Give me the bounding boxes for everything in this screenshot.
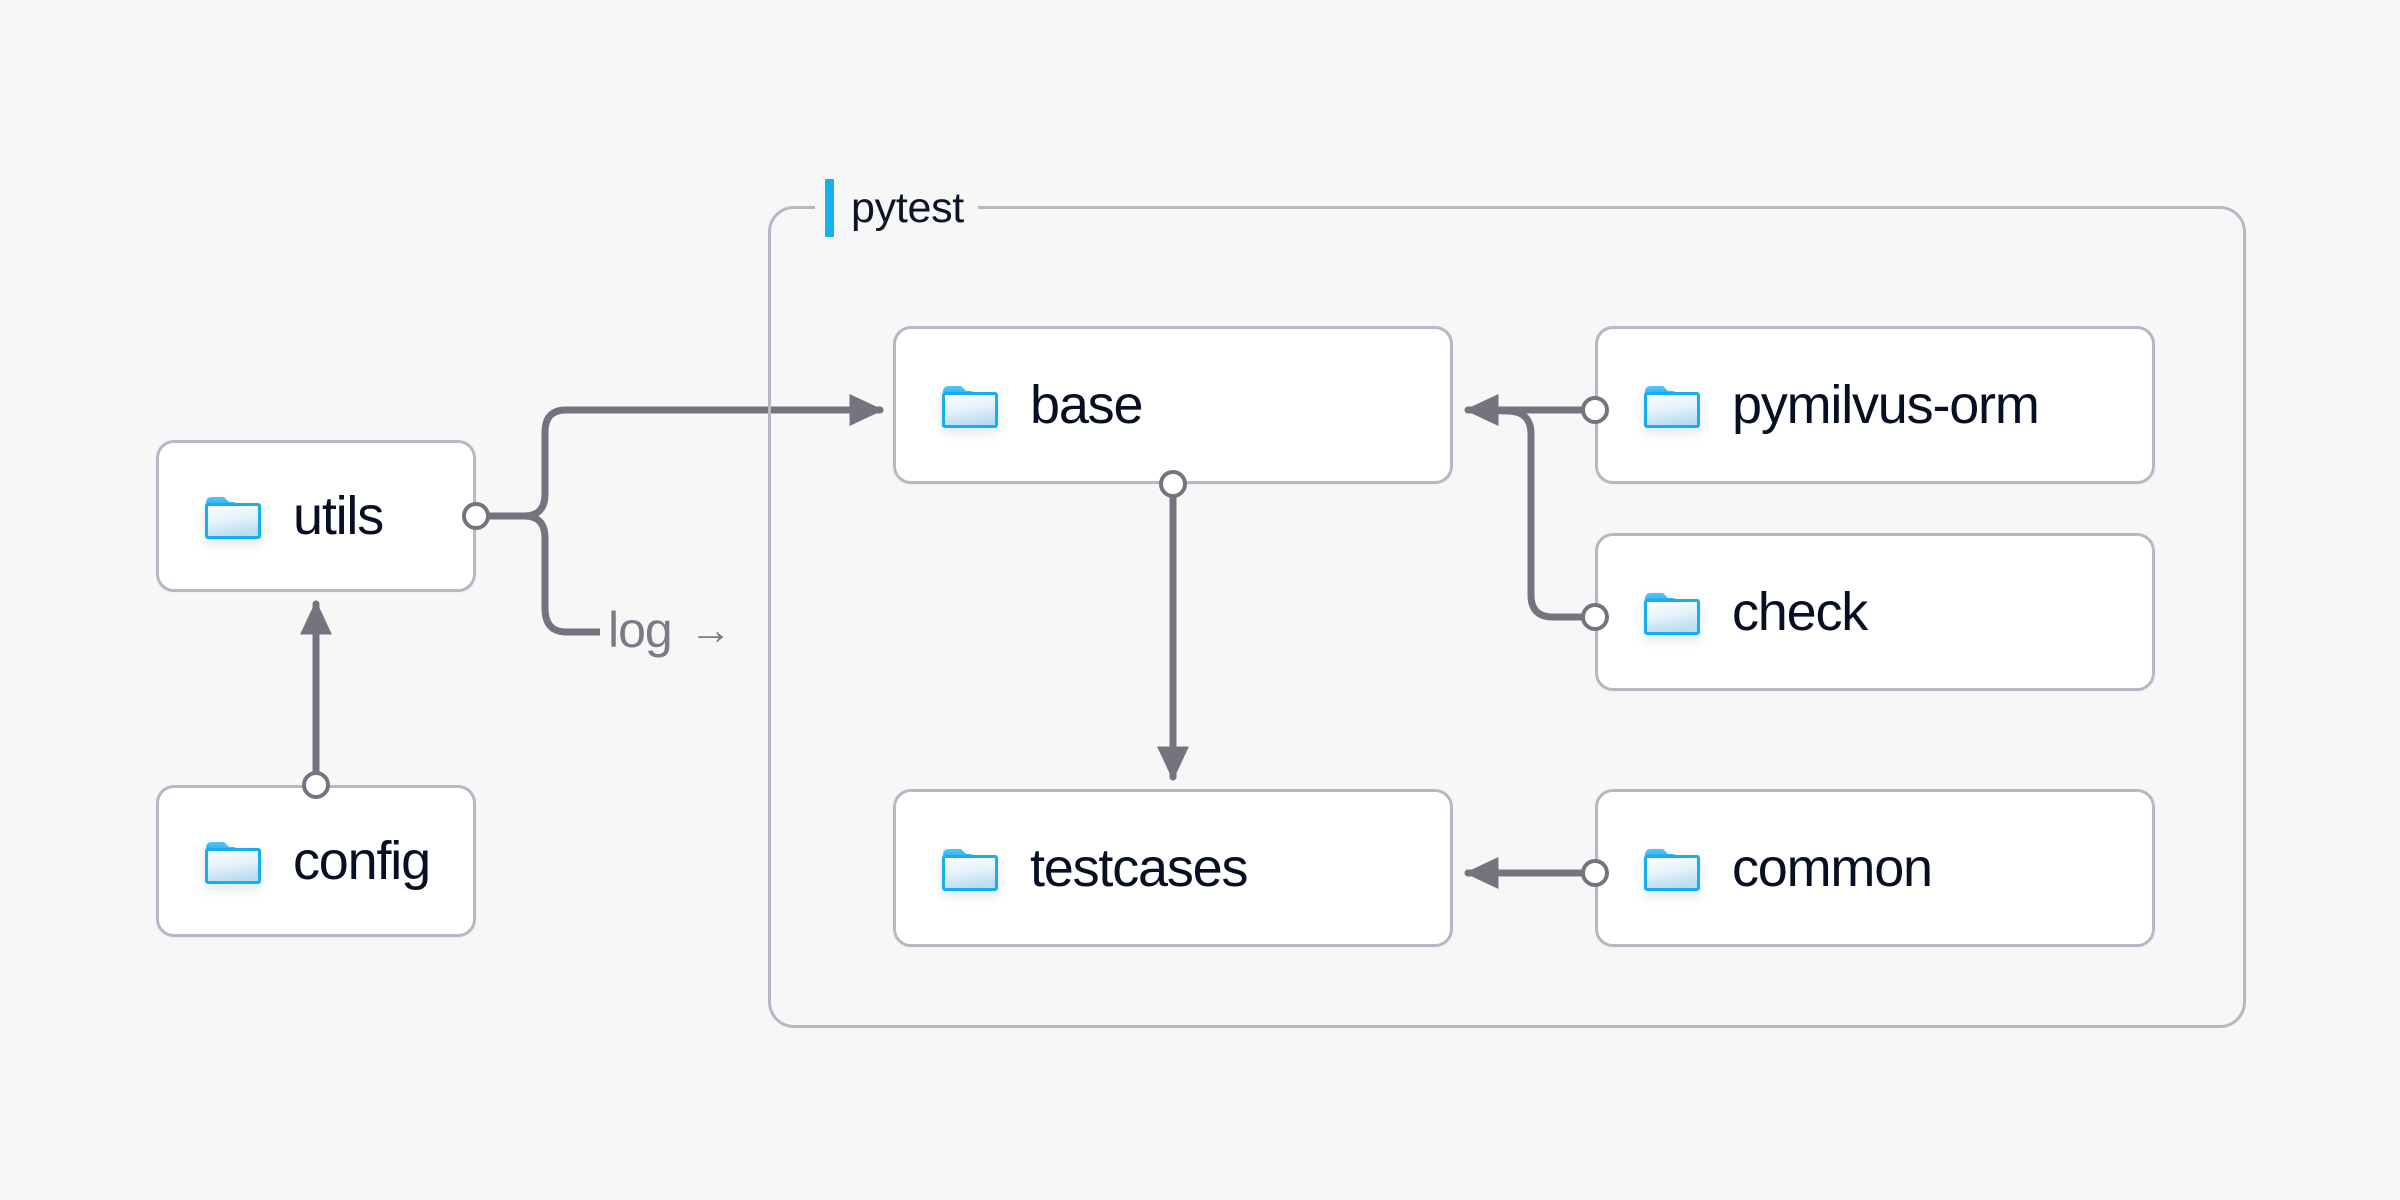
folder-icon — [940, 380, 1000, 430]
node-utils[interactable]: utils — [156, 440, 476, 592]
port-base-bottom[interactable] — [1159, 470, 1187, 498]
node-utils-label: utils — [293, 486, 384, 546]
arrow-right-icon: → — [689, 606, 732, 653]
group-pytest-label: pytest — [815, 177, 978, 239]
port-config-top[interactable] — [302, 771, 330, 799]
node-pymilvus-orm[interactable]: pymilvus-orm — [1595, 326, 2155, 484]
port-pymilvus-orm-left[interactable] — [1581, 396, 1609, 424]
node-testcases[interactable]: testcases — [893, 789, 1453, 947]
edge-utils-to-log — [520, 512, 604, 636]
node-config-label: config — [293, 831, 431, 891]
folder-icon — [940, 843, 1000, 893]
port-common-left[interactable] — [1581, 859, 1609, 887]
group-pytest[interactable] — [768, 206, 2246, 1028]
node-base[interactable]: base — [893, 326, 1453, 484]
node-common[interactable]: common — [1595, 789, 2155, 947]
node-common-label: common — [1732, 838, 1933, 898]
folder-icon — [1642, 843, 1702, 893]
folder-icon — [203, 491, 263, 541]
edge-label-log: log → — [600, 605, 740, 655]
node-testcases-label: testcases — [1030, 838, 1249, 898]
folder-icon — [1642, 587, 1702, 637]
group-pytest-label-text: pytest — [851, 183, 964, 232]
node-pymilvus-orm-label: pymilvus-orm — [1732, 375, 2040, 435]
node-check-label: check — [1732, 582, 1868, 642]
folder-icon — [203, 836, 263, 886]
port-utils-right[interactable] — [462, 502, 490, 530]
node-config[interactable]: config — [156, 785, 476, 937]
folder-icon — [1642, 380, 1702, 430]
edge-label-log-text: log — [608, 602, 673, 658]
node-base-label: base — [1030, 375, 1144, 435]
node-check[interactable]: check — [1595, 533, 2155, 691]
port-check-left[interactable] — [1581, 603, 1609, 631]
group-accent-bar — [825, 179, 834, 237]
